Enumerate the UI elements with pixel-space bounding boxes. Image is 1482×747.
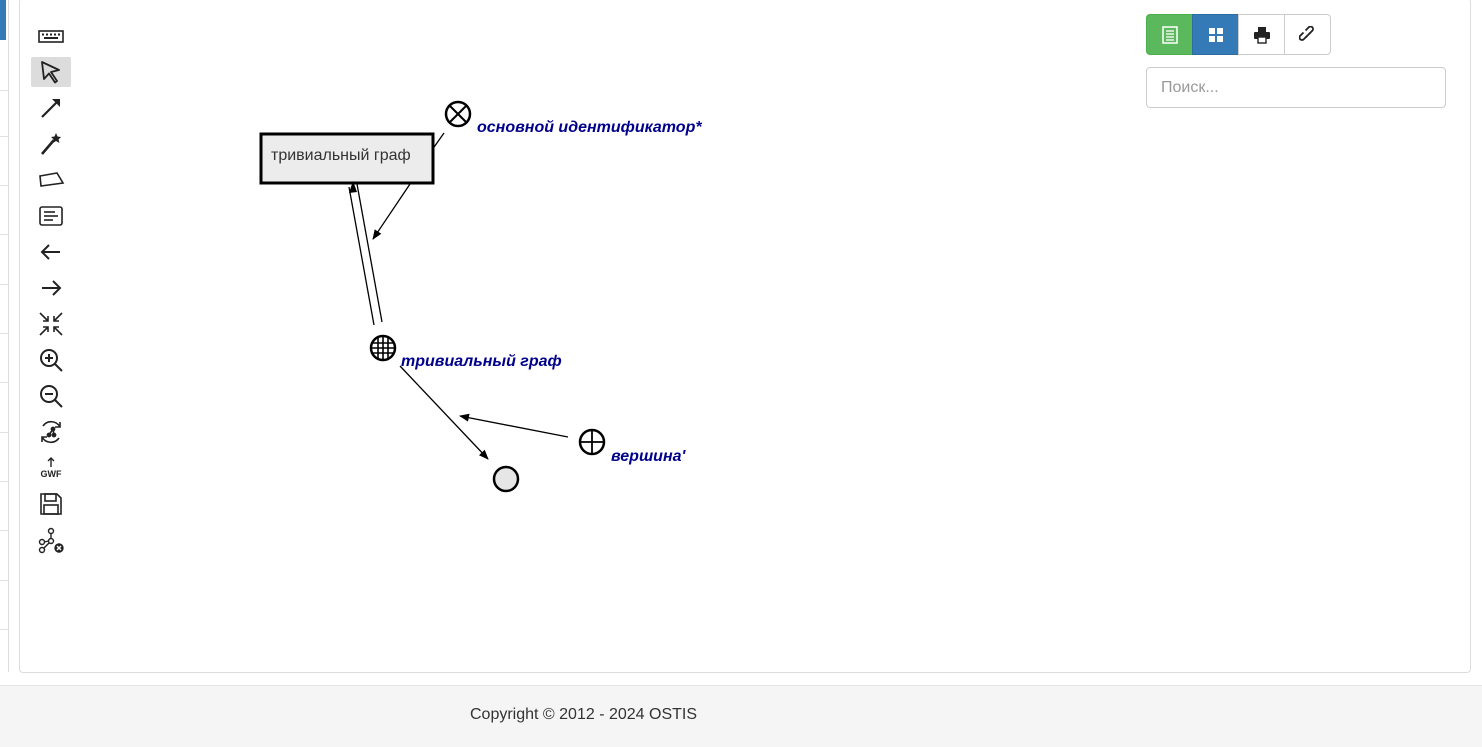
link-content-icon — [39, 206, 63, 226]
link-node[interactable]: тривиальный граф — [259, 132, 435, 185]
zoom-out-tool[interactable] — [31, 381, 71, 411]
membership-arc-vertex[interactable] — [459, 413, 569, 438]
sidebar-divider — [0, 629, 8, 630]
graph-clear-icon — [38, 527, 64, 554]
print-icon — [1253, 26, 1270, 44]
link-icon — [1298, 25, 1314, 41]
sidebar-divider — [0, 284, 8, 285]
collapse-tool[interactable] — [31, 309, 71, 339]
zoom-in-icon — [40, 349, 63, 372]
sidebar-divider — [0, 90, 8, 91]
undo-arrow-icon — [40, 244, 60, 260]
sidebar-accent — [0, 0, 6, 40]
sidebar-divider — [0, 481, 8, 482]
print-button[interactable] — [1238, 14, 1285, 55]
gwf-label: GWF — [41, 469, 62, 479]
clear-graph-tool[interactable] — [31, 525, 71, 555]
sidebar-divider — [0, 530, 8, 531]
scg-editor-panel — [19, 0, 1471, 673]
save-floppy-icon — [40, 493, 62, 515]
sidebar-divider — [0, 333, 8, 334]
zoom-in-tool[interactable] — [31, 345, 71, 375]
text-view-icon — [1161, 25, 1178, 44]
sidebar-divider — [0, 580, 8, 581]
bus-tool[interactable] — [31, 129, 71, 159]
sidebar-divider — [0, 136, 8, 137]
copyright-text: Copyright © 2012 - 2024 OSTIS — [470, 706, 698, 723]
identifier-relation-label: основной идентификатор* — [477, 119, 702, 136]
collapse-arrows-icon — [39, 312, 63, 336]
sidebar-divider — [0, 432, 8, 433]
undo-tool[interactable] — [31, 237, 71, 267]
layout-refresh-icon — [41, 420, 61, 444]
vertex-role-node[interactable] — [578, 428, 606, 456]
common-arc[interactable] — [348, 181, 383, 326]
identifier-relation-node[interactable] — [444, 100, 472, 128]
membership-arc-graph[interactable] — [399, 365, 489, 460]
text-view-button[interactable] — [1146, 14, 1193, 55]
edge-arrow-icon — [41, 99, 60, 118]
sidebar-divider — [0, 185, 8, 186]
sidebar-divider — [0, 234, 8, 235]
grid-view-icon — [1208, 27, 1223, 42]
select-cursor-icon — [41, 61, 60, 84]
grid-view-button[interactable] — [1192, 14, 1239, 55]
redo-tool[interactable] — [31, 273, 71, 303]
redo-arrow-icon — [42, 280, 62, 296]
footer: Copyright © 2012 - 2024 OSTIS — [0, 685, 1482, 747]
vertex-role-label: вершина' — [611, 448, 687, 465]
edge-identifier-to-box[interactable] — [431, 132, 445, 151]
sidebar-divider — [0, 382, 8, 383]
trivial-graph-class-node[interactable] — [369, 334, 397, 362]
link-tool[interactable] — [31, 201, 71, 231]
keyboard-tool[interactable] — [31, 21, 71, 51]
contour-icon — [39, 172, 65, 187]
save-tool[interactable] — [31, 489, 71, 519]
zoom-out-icon — [40, 385, 63, 408]
layout-tool[interactable] — [31, 417, 71, 447]
trivial-graph-label: тривиальный граф — [401, 353, 562, 370]
select-tool[interactable] — [31, 57, 71, 87]
search-input[interactable] — [1146, 67, 1446, 108]
gwf-export-tool[interactable]: GWF — [31, 453, 71, 483]
link-button[interactable] — [1284, 14, 1331, 55]
contour-tool[interactable] — [31, 165, 71, 195]
gwf-export-icon: GWF — [41, 457, 62, 479]
left-sidebar-strip — [0, 0, 9, 672]
view-mode-buttons — [1146, 14, 1331, 55]
keyboard-icon — [38, 30, 64, 43]
magic-wand-icon — [41, 133, 61, 155]
arc-identifier-relation[interactable] — [372, 183, 411, 240]
edge-tool[interactable] — [31, 93, 71, 123]
link-node-text: тривиальный граф — [271, 147, 411, 164]
vertex-node[interactable] — [492, 465, 520, 493]
